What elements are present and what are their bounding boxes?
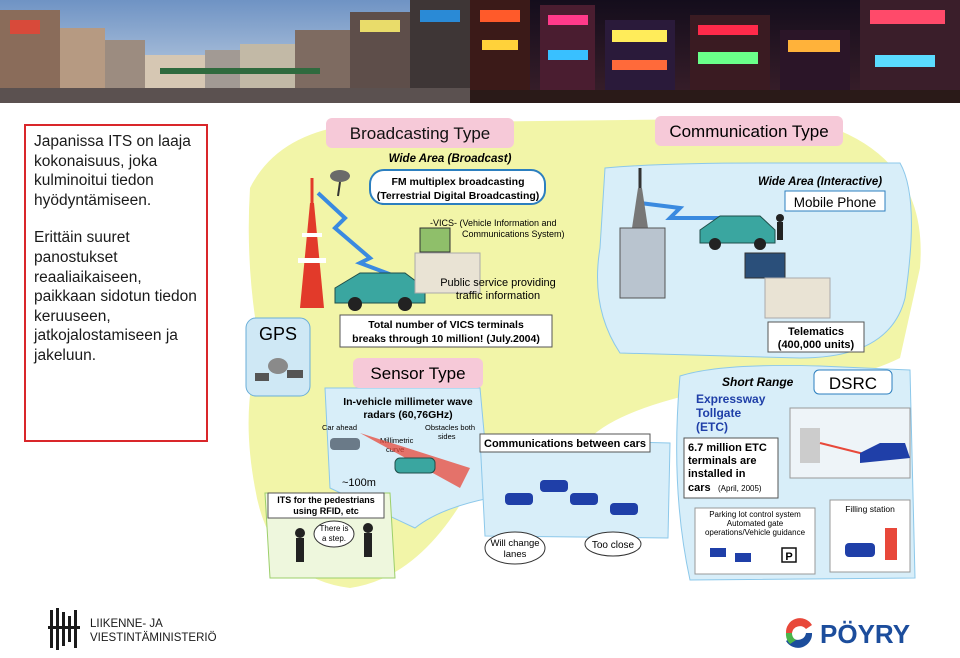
traffic-cars-icon (505, 480, 638, 515)
navigation-screen-icon (744, 252, 786, 279)
sensor-car-icon (330, 438, 436, 474)
car-comm-title: Communications between cars (484, 438, 646, 450)
pedestrian-line2: using RFID, etc (293, 506, 359, 516)
etc-terminals-line2: terminals are (688, 455, 756, 467)
parking-sign-letter: P (785, 551, 792, 563)
dsrc-header (813, 369, 893, 395)
vics-terminals-line2: breaks through 10 million! (July.2004) (352, 333, 540, 345)
mobile-phone-box (784, 190, 886, 212)
telematics-box (767, 321, 865, 353)
will-change-line2: lanes (504, 549, 527, 560)
satellite-icon (330, 170, 350, 197)
intro-paragraph-2: Erittäin suuret panostukset reaaliaikais… (34, 229, 197, 364)
telematics-line1: Telematics (788, 326, 844, 338)
telematics-map-icon (764, 277, 831, 319)
there-is-line2: a step. (322, 534, 346, 543)
ministry-logo: LIIKENNE- JA VIESTINTÄMINISTERIÖ (48, 606, 248, 652)
gps-label: GPS (259, 324, 297, 344)
poyry-logo: PÖYRY (782, 615, 952, 651)
city-photo (0, 0, 960, 103)
filling-station-label: Filling station (845, 504, 895, 514)
parking-sign (781, 547, 797, 563)
obstacles-line2: sides (438, 432, 456, 441)
communication-type-title: Communication Type (669, 122, 828, 141)
intro-paragraph-1: Japanissa ITS on laaja kokonaisuus, joka… (34, 133, 191, 209)
distance-label: ~100m (342, 477, 376, 489)
etc-terminals-line3: installed in (688, 468, 746, 480)
telematics-car-icon (699, 215, 776, 250)
short-range-label: Short Range (722, 375, 794, 389)
broadcasting-type-title: Broadcasting Type (350, 124, 491, 143)
mobile-user-icon (776, 214, 784, 240)
expressway-line3: (ETC) (696, 420, 728, 434)
vics-terminals-box (339, 314, 553, 348)
office-building-icon (619, 227, 666, 299)
fm-multiplex-line1: FM multiplex broadcasting (391, 176, 524, 188)
antenna-tower-icon (632, 168, 648, 228)
millimetric-line1: Millimetric (380, 436, 414, 445)
speech-bubble (313, 520, 355, 548)
public-service-line1: Public service providing (440, 277, 556, 289)
vics-line2: Communications System) (462, 229, 565, 239)
broadcasting-type-header (326, 118, 514, 148)
will-change-bubble (484, 531, 546, 565)
tollgate-icon (789, 407, 911, 479)
expressway-line1: Expressway (696, 392, 766, 406)
wide-area-broadcast-label: Wide Area (Broadcast) (389, 153, 512, 165)
etc-terminals-line4: cars (688, 482, 711, 494)
fm-multiplex-line2: (Terrestrial Digital Broadcasting) (377, 190, 540, 202)
expressway-line2: Tollgate (696, 406, 741, 420)
ministry-line2: VIESTINTÄMINISTERIÖ (90, 632, 217, 644)
car-comm-header (479, 433, 651, 453)
parking-line3: operations/Vehicle guidance (705, 528, 806, 537)
car-ahead-label: Car ahead (322, 423, 357, 432)
car-comm-area-background (479, 437, 671, 539)
poyry-swirl-icon (785, 618, 813, 648)
parking-line1: Parking lot control system (709, 510, 801, 519)
poyry-wordmark: PÖYRY (820, 619, 910, 649)
ministry-emblem-icon: LIIKENNE- JA VIESTINTÄMINISTERIÖ (48, 608, 217, 650)
too-close-bubble (584, 531, 642, 557)
wide-area-interactive-label: Wide Area (Interactive) (758, 176, 882, 188)
in-vehicle-line1: In-vehicle millimeter wave (343, 396, 473, 408)
its-diagram: Broadcasting Type Wide Area (Broadcast) … (245, 116, 921, 588)
intro-text-box: Japanissa ITS on laaja kokonaisuus, joka… (24, 124, 208, 442)
fuel-pump-icon (845, 528, 897, 560)
vics-terminals-line1: Total number of VICS terminals (368, 319, 524, 331)
pedestrian-header (267, 492, 385, 519)
in-vehicle-line2: radars (60,76GHz) (363, 409, 452, 421)
pedestrian-icon (295, 523, 373, 562)
etc-terminals-line1: 6.7 million ETC (688, 442, 767, 454)
mobile-phone-label: Mobile Phone (794, 195, 877, 210)
there-is-line1: There is (320, 524, 349, 533)
etc-terminals-box (683, 437, 779, 499)
dsrc-title: DSRC (829, 374, 877, 393)
communication-type-header (655, 116, 843, 146)
vics-display-icon (419, 227, 451, 253)
sensor-type-header (353, 358, 483, 388)
fm-multiplex-box (369, 169, 546, 205)
broadcast-signal (316, 191, 401, 280)
parking-area-icon (694, 507, 816, 575)
city-photo-banner (0, 0, 960, 103)
tower-icon (298, 178, 326, 308)
telematics-line2: (400,000 units) (778, 339, 855, 351)
parking-line2: Automated gate (727, 519, 784, 528)
etc-terminals-date: (April, 2005) (718, 484, 762, 493)
too-close-label: Too close (592, 540, 635, 551)
sensor-type-title: Sensor Type (370, 364, 465, 383)
vics-line1: -VICS- (Vehicle Information and (430, 218, 557, 228)
obstacles-line1: Obstacles both (425, 423, 475, 432)
public-service-line2: traffic information (456, 290, 540, 302)
traffic-map-icon (414, 252, 481, 294)
pedestrian-line1: ITS for the pedestrians (277, 495, 375, 505)
gps-satellite-icon (255, 358, 303, 381)
will-change-line1: Will change (490, 538, 539, 549)
ministry-line1: LIIKENNE- JA (90, 618, 163, 630)
poyry-logo-mark: PÖYRY (785, 618, 910, 649)
